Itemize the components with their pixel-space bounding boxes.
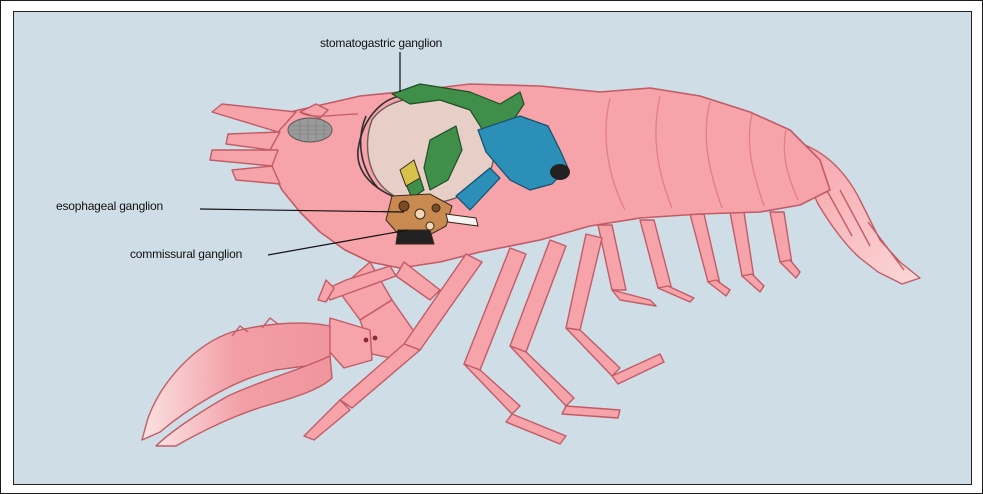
- claw: [142, 318, 332, 446]
- walking-legs: [598, 212, 800, 306]
- label-esophageal-ganglion: esophageal ganglion: [56, 199, 163, 213]
- label-stomatogastric-ganglion: stomatogastric ganglion: [320, 36, 442, 50]
- label-commissural-ganglion: commissural ganglion: [130, 247, 242, 261]
- gland-black: [550, 164, 570, 180]
